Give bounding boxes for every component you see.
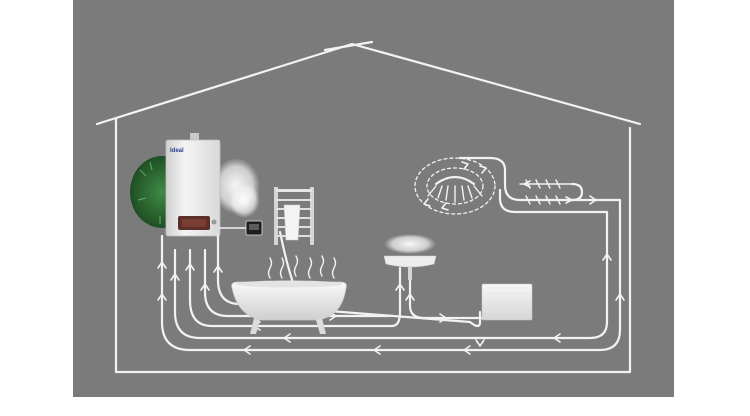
- steam-cloud-icon: [212, 158, 260, 218]
- sink-icon: [383, 234, 437, 293]
- pipe-circuit: [160, 156, 622, 352]
- house-outline-icon: [95, 40, 642, 374]
- towel-rail-icon: [274, 187, 314, 245]
- shower-pipe: [458, 156, 584, 205]
- thermostat-icon: [219, 220, 263, 236]
- heat-waves: [267, 255, 337, 279]
- boiler-logo: Ideal: [170, 148, 184, 154]
- shower-head-icon: [414, 157, 496, 215]
- boiler-feed-pipes: [160, 234, 220, 252]
- boiler-icon: Ideal: [165, 133, 221, 237]
- bathtub-icon: [231, 280, 347, 334]
- radiator-icon: [481, 283, 533, 321]
